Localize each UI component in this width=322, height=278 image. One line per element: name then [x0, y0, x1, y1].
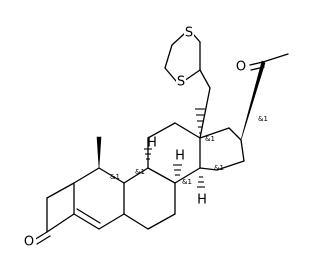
hydrogen-c14: H — [197, 193, 207, 208]
bond-lines — [33, 33, 289, 245]
sulfur-atom-2: S — [185, 26, 193, 41]
stereo-label-c14: &1 — [214, 164, 224, 172]
ketone-oxygen-atom: O — [24, 235, 34, 250]
sulfur-atom-1: S — [177, 75, 185, 90]
stereo-bonds — [96, 60, 266, 188]
acetyl-oxygen-atom: O — [236, 60, 246, 75]
hydrogen-c9: H — [147, 136, 157, 151]
stereo-label-c10: &1 — [110, 173, 120, 181]
atom-labels: S S O O H H H — [24, 26, 246, 250]
stereo-label-c8: &1 — [182, 178, 192, 186]
stereo-label-c9: &1 — [135, 168, 145, 176]
stereo-labels: &1 &1 &1 &1 &1 &1 — [110, 115, 268, 186]
stereo-label-c17: &1 — [258, 115, 268, 123]
hydrogen-c8: H — [175, 149, 185, 164]
stereo-label-c13: &1 — [205, 135, 215, 143]
